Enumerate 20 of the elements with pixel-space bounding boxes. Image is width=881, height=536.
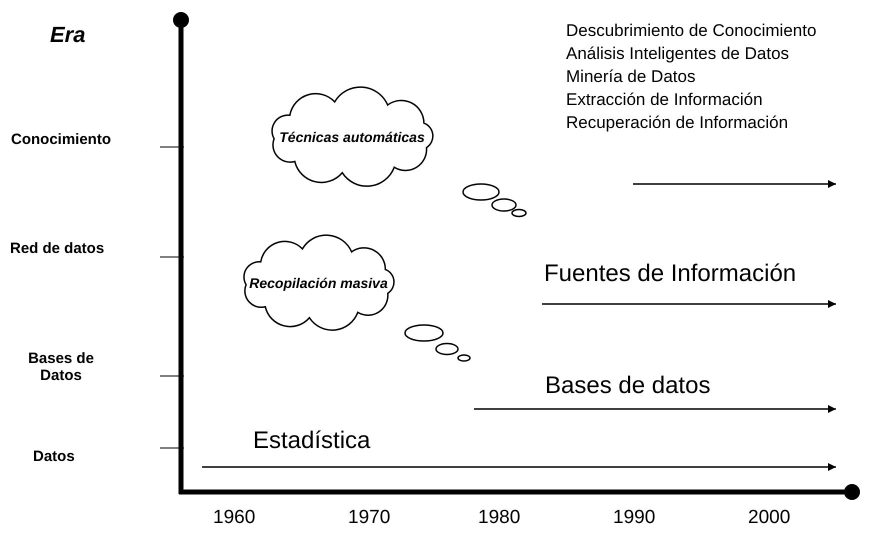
period-label: Fuentes de Información (544, 260, 796, 288)
period-label: Estadística (253, 427, 370, 455)
cloud-text: Recopilación masiva (249, 274, 388, 292)
technique-label: Minería de Datos (566, 67, 696, 87)
year-label: 1970 (348, 507, 390, 529)
era-label: Red de datos (10, 240, 104, 258)
era-label: Conocimiento (11, 131, 111, 148)
technique-label: Extracción de Información (566, 90, 763, 110)
cloud-text: Técnicas automáticas (279, 128, 425, 146)
period-label: Bases de datos (545, 372, 710, 400)
era-label: Datos (33, 448, 75, 466)
era-label: Bases de Datos (27, 350, 95, 384)
year-label: 2000 (748, 507, 790, 529)
technique-label: Análisis Inteligentes de Datos (566, 44, 790, 64)
year-label: 1960 (213, 507, 256, 529)
technique-label: Recuperación de Información (566, 113, 788, 133)
axis-title: Era (50, 22, 86, 48)
year-label: 1990 (613, 507, 656, 529)
year-label: 1980 (478, 507, 520, 529)
technique-label: Descubrimiento de Conocimiento (566, 21, 816, 41)
